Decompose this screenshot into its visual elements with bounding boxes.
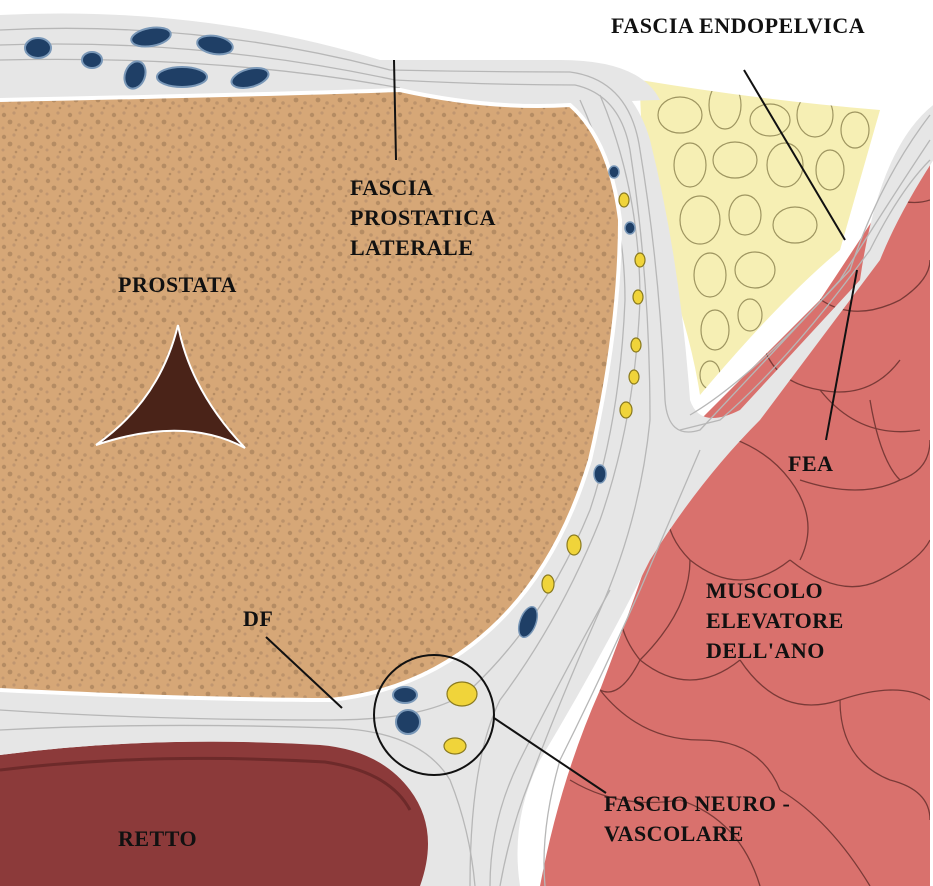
label-fascia-endopelvica: FASCIA ENDOPELVICA (611, 13, 865, 38)
label-fascia-prostatica-line2: PROSTATICA (350, 205, 496, 230)
label-retto: RETTO (118, 826, 197, 851)
label-muscolo-line3: DELL'ANO (706, 638, 825, 663)
label-fascia-prostatica-line1: FASCIA (350, 175, 433, 200)
label-df: DF (243, 606, 273, 631)
label-fea: FEA (788, 451, 834, 476)
label-prostata: PROSTATA (118, 272, 237, 297)
label-muscolo-line2: ELEVATORE (706, 608, 844, 633)
label-muscolo-line1: MUSCOLO (706, 578, 823, 603)
label-fascia-prostatica-line3: LATERALE (350, 235, 473, 260)
label-fascio-line1: FASCIO NEURO - (604, 791, 790, 816)
label-fascio-line2: VASCOLARE (604, 821, 744, 846)
